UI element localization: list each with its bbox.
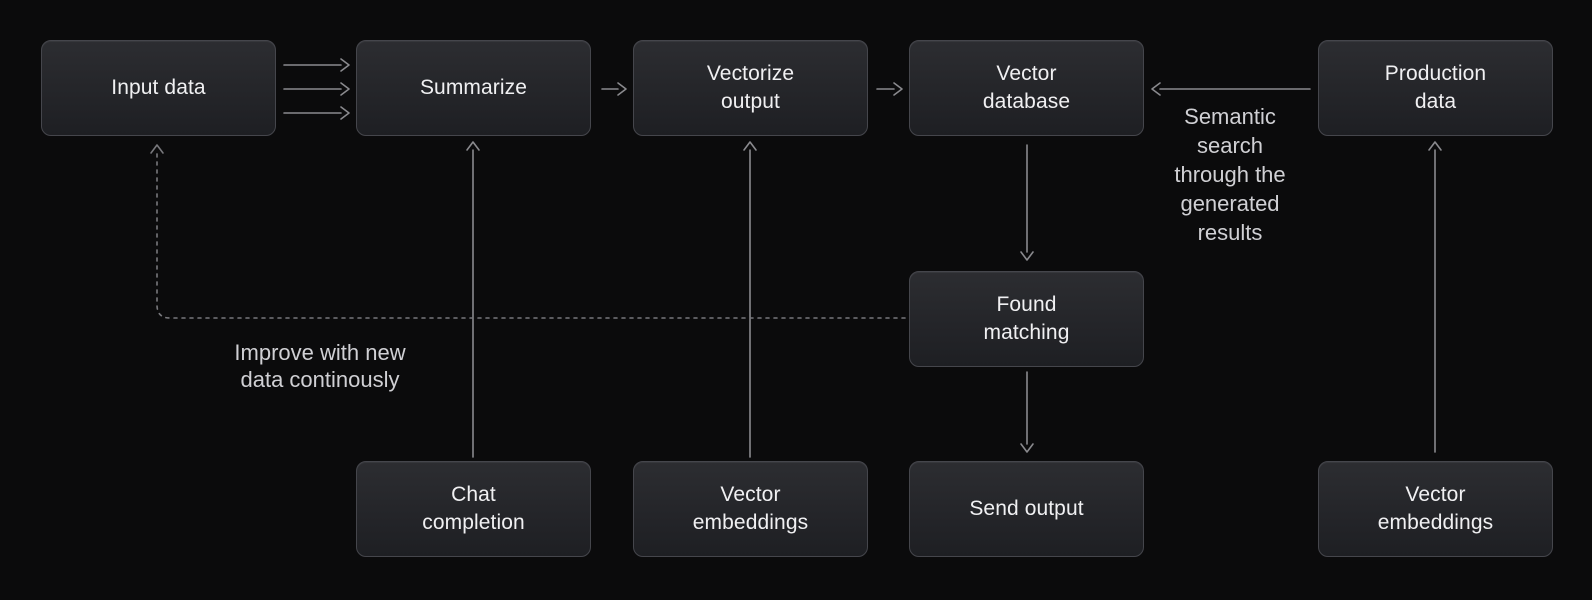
dashed-arrow-found-to-input <box>150 144 906 319</box>
node-input-data: Input data <box>41 40 276 136</box>
node-input-data-label: Input data <box>111 76 206 99</box>
node-send-output: Send output <box>909 461 1144 557</box>
arrow-vembeddings-to-vectorize <box>743 141 757 458</box>
arrow-found-to-send <box>1020 371 1034 453</box>
node-found-matching-label: Found matching <box>983 293 1070 344</box>
arrow-vembeddings-to-production <box>1428 141 1442 453</box>
node-production-data: Production data <box>1318 40 1553 136</box>
node-vector-embeddings-left: Vector embeddings <box>633 461 868 557</box>
node-vectorize-output-label: Vectorize output <box>706 62 795 113</box>
node-vector-database: Vector database <box>909 40 1144 136</box>
node-vector-database-label: Vector database <box>982 62 1071 113</box>
node-vector-embeddings-left-label: Vector embeddings <box>692 483 809 534</box>
node-vectorize-output: Vectorize output <box>633 40 868 136</box>
arrow-production-to-vectordb <box>1151 82 1311 96</box>
node-vector-embeddings-right: Vector embeddings <box>1318 461 1553 557</box>
node-found-matching: Found matching <box>909 271 1144 367</box>
node-chat-completion: Chat completion <box>356 461 591 557</box>
node-summarize-label: Summarize <box>419 76 528 99</box>
node-send-output-label: Send output <box>969 497 1084 520</box>
annotation-improve-continuously: Improve with new data continously <box>234 340 406 392</box>
arrow-input-to-summarize-1 <box>283 58 350 72</box>
node-production-data-label: Production data <box>1384 62 1487 113</box>
arrow-vectordb-to-found <box>1020 144 1034 261</box>
node-vector-embeddings-right-label: Vector embeddings <box>1377 483 1494 534</box>
node-chat-completion-label: Chat completion <box>422 483 525 534</box>
arrow-input-to-summarize-2 <box>283 82 350 96</box>
arrow-vectorize-to-vectordb <box>876 82 903 96</box>
node-summarize: Summarize <box>356 40 591 136</box>
arrow-chat-to-summarize <box>466 141 480 458</box>
arrow-summarize-to-vectorize <box>601 82 627 96</box>
arrow-input-to-summarize-3 <box>283 106 350 120</box>
annotation-semantic-search: Semantic search through the generated re… <box>1174 104 1286 245</box>
